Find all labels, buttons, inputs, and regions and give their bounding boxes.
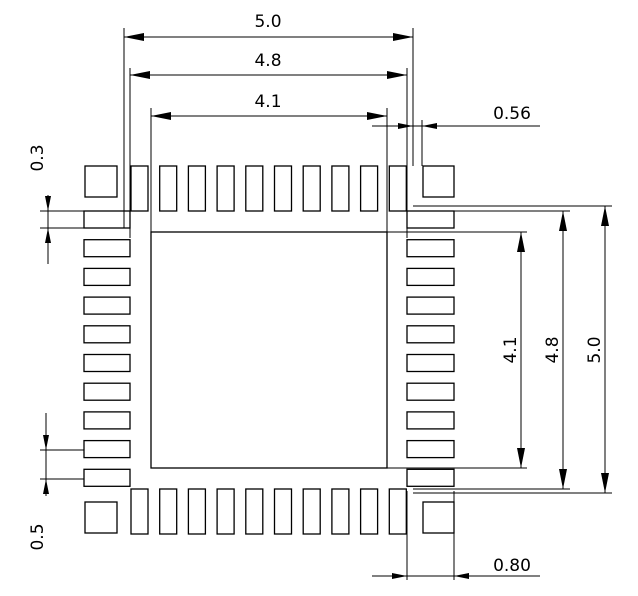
arrowhead	[43, 479, 49, 494]
left-pad	[83, 239, 131, 258]
bottom-pad	[359, 488, 379, 535]
right-pad	[406, 353, 455, 373]
right-pad	[406, 267, 455, 287]
left-pad	[83, 439, 131, 459]
top-pad	[130, 165, 149, 212]
arrowhead	[517, 232, 525, 252]
bottom-pad-row	[130, 488, 407, 535]
left-pad	[83, 353, 131, 373]
bottom-pad	[187, 488, 207, 535]
left-pad	[83, 267, 131, 287]
arrowhead	[398, 123, 413, 129]
arrowhead	[43, 435, 49, 450]
arrowhead	[601, 473, 609, 493]
arrowhead	[387, 71, 407, 79]
arrowhead	[454, 573, 469, 579]
top-pad	[359, 165, 379, 212]
top-pad	[159, 165, 178, 212]
left-pad-column	[83, 210, 131, 487]
arrowhead	[367, 112, 387, 120]
left-pad	[83, 325, 131, 344]
dim-label-pad-width: 0.56	[493, 104, 531, 124]
right-pad	[406, 325, 455, 344]
corner-pads	[84, 165, 455, 534]
top-pad	[187, 165, 207, 212]
corner-pad-top-right	[422, 165, 455, 198]
left-pad	[83, 210, 131, 229]
top-pad	[302, 165, 321, 212]
dimension-lines	[43, 33, 609, 579]
bottom-pad	[388, 488, 407, 535]
right-pad	[406, 296, 455, 315]
right-pad-column	[406, 210, 455, 487]
dim-label-top-overall: 5.0	[254, 12, 281, 32]
dimension-labels: 5.0 4.8 4.1 0.56 0.80 4.1 4.8 5.0 0.3 0.…	[28, 12, 605, 576]
right-pad	[406, 382, 455, 401]
arrowhead	[559, 469, 567, 489]
dim-label-bottom-pad-length: 0.80	[493, 556, 531, 576]
dim-label-top-body: 4.1	[254, 92, 281, 112]
right-pad	[406, 468, 455, 487]
bottom-pad	[331, 488, 350, 535]
bottom-pad	[216, 488, 235, 535]
arrowhead	[517, 448, 525, 468]
arrowhead	[559, 211, 567, 231]
left-pad	[83, 382, 131, 401]
arrowhead	[45, 196, 51, 211]
right-pad	[406, 210, 455, 229]
corner-pad-bottom-right	[422, 501, 455, 534]
arrowhead	[151, 112, 171, 120]
arrowhead	[393, 33, 413, 41]
bottom-pad	[273, 488, 293, 535]
dim-label-left-pad-height: 0.3	[28, 144, 48, 171]
arrowhead	[124, 33, 144, 41]
top-pad	[388, 165, 407, 212]
arrowhead	[422, 123, 437, 129]
dim-label-right-body: 4.1	[501, 336, 521, 363]
bottom-pad	[130, 488, 149, 535]
left-pad	[83, 468, 131, 487]
arrowhead	[392, 573, 407, 579]
corner-pad-top-left	[84, 165, 118, 198]
dim-label-left-pitch: 0.5	[28, 523, 48, 550]
right-pad	[406, 411, 455, 430]
top-pad	[245, 165, 264, 212]
right-pad	[406, 439, 455, 459]
top-pad	[216, 165, 235, 212]
top-pad-row	[130, 165, 407, 212]
dim-label-right-pad-span: 4.8	[543, 336, 563, 363]
dim-label-top-pad-span: 4.8	[254, 51, 281, 71]
bottom-pad	[159, 488, 178, 535]
left-pad	[83, 296, 131, 315]
arrowhead	[45, 228, 51, 243]
right-pad	[406, 239, 455, 258]
extension-lines	[40, 28, 612, 580]
left-pad	[83, 411, 131, 430]
arrowhead	[601, 206, 609, 226]
dim-label-right-overall: 5.0	[585, 336, 605, 363]
arrowhead	[130, 71, 150, 79]
center-thermal-pad	[150, 231, 388, 469]
bottom-pad	[302, 488, 321, 535]
top-pad	[331, 165, 350, 212]
corner-pad-bottom-left	[84, 501, 118, 534]
top-pad	[273, 165, 293, 212]
bottom-pad	[245, 488, 264, 535]
